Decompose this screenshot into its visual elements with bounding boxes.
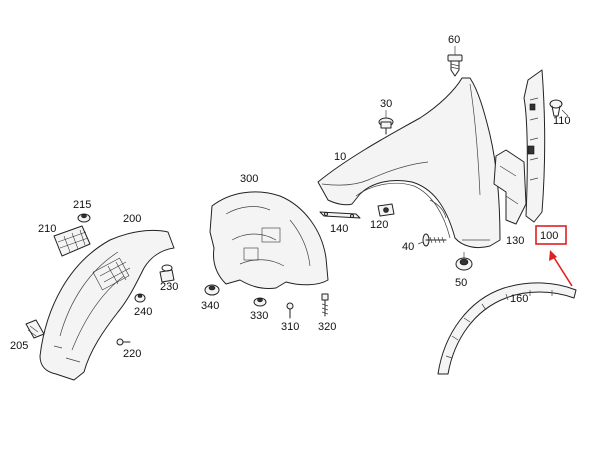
leader-line-110	[561, 109, 569, 117]
leader-line-40	[417, 241, 424, 245]
part-label-130: 130	[506, 235, 524, 247]
part-label-50: 50	[455, 277, 467, 289]
part-label-330: 330	[250, 310, 268, 322]
part-label-300: 300	[240, 173, 258, 185]
part-label-220: 220	[123, 348, 141, 360]
part-label-160: 160	[510, 293, 528, 305]
part-label-100: 100	[540, 230, 558, 242]
screw-220-part[interactable]	[116, 338, 131, 346]
part-label-230: 230	[160, 281, 178, 293]
screw-310-part[interactable]	[286, 302, 294, 319]
part-label-110: 110	[553, 115, 571, 127]
part-label-215: 215	[73, 199, 91, 211]
trim-strip-140-part[interactable]	[319, 211, 361, 219]
inner-liner-200-part[interactable]	[39, 229, 175, 381]
part-label-310: 310	[281, 321, 299, 333]
nut-330-part[interactable]	[253, 297, 267, 307]
part-label-240: 240	[134, 306, 152, 318]
bolt-30-part[interactable]	[378, 117, 394, 135]
part-label-200: 200	[123, 213, 141, 225]
clip-110-part[interactable]	[549, 99, 563, 117]
screw-60-part[interactable]	[447, 54, 463, 77]
wheel-arch-trim-160-part[interactable]	[437, 282, 577, 375]
part-label-30: 30	[380, 98, 392, 110]
clip-340-part[interactable]	[204, 284, 220, 296]
red-arrow-icon	[549, 250, 573, 287]
part-label-340: 340	[201, 300, 219, 312]
inner-liner-300-part[interactable]	[209, 191, 329, 289]
part-label-210: 210	[38, 223, 56, 235]
bracket-130-part[interactable]	[493, 149, 527, 225]
nut-50-part[interactable]	[455, 257, 473, 271]
part-label-320: 320	[318, 321, 336, 333]
clip-230-part[interactable]	[159, 264, 175, 283]
clip-120-part[interactable]	[377, 203, 395, 217]
part-label-40: 40	[402, 241, 414, 253]
bolt-320-part[interactable]	[321, 293, 329, 317]
part-label-60: 60	[448, 34, 460, 46]
bracket-205-part[interactable]	[25, 319, 45, 339]
part-label-10: 10	[334, 151, 346, 163]
pillar-bracket-100-part[interactable]	[523, 69, 546, 223]
part-label-205: 205	[10, 340, 28, 352]
part-label-140: 140	[330, 223, 348, 235]
clip-215-part[interactable]	[77, 213, 91, 223]
highlight-box	[535, 225, 567, 245]
part-label-120: 120	[370, 219, 388, 231]
front-fender-part[interactable]	[317, 77, 501, 249]
nut-240-part[interactable]	[134, 293, 146, 303]
screw-40-part[interactable]	[422, 233, 447, 247]
grille-210-part[interactable]	[53, 225, 91, 257]
